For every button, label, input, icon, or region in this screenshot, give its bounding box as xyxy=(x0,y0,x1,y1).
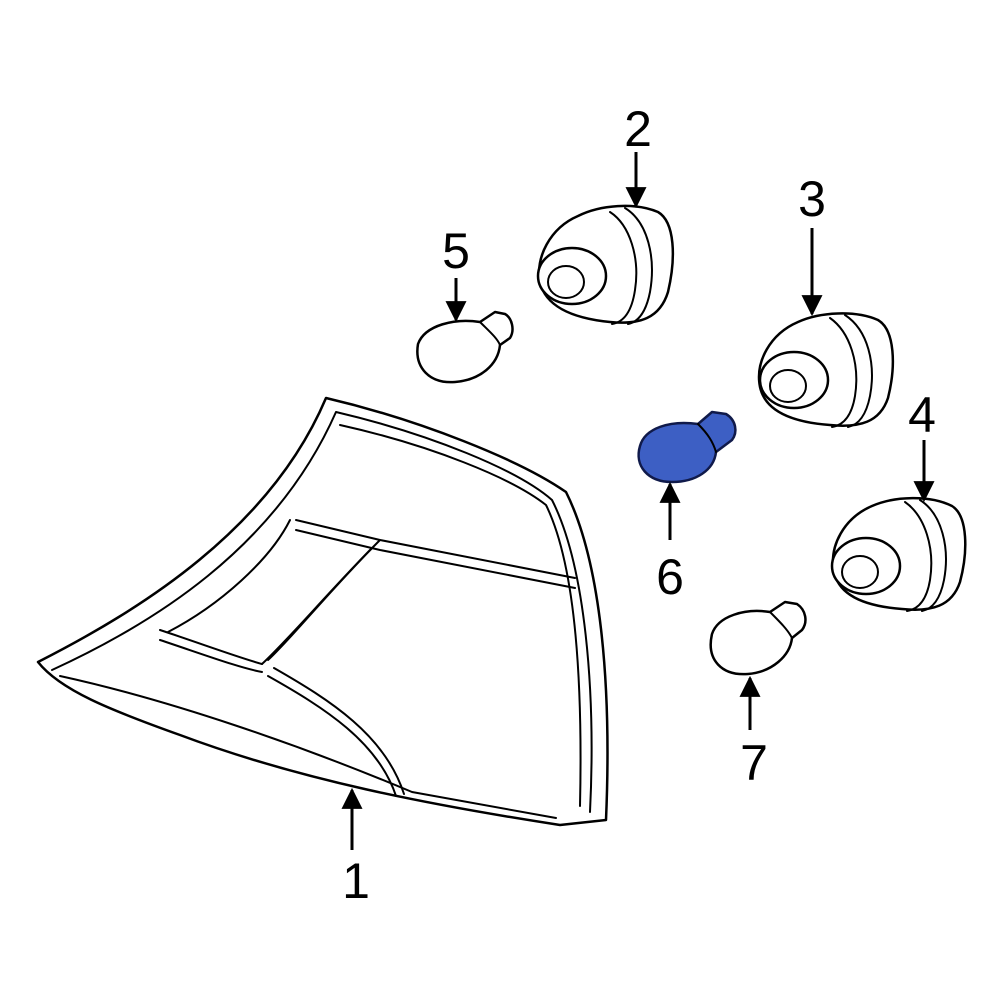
callout-5: 5 xyxy=(442,223,470,279)
socket-3[interactable] xyxy=(757,312,895,428)
bulb-5[interactable] xyxy=(416,310,514,384)
tail-lamp-lens[interactable] xyxy=(36,396,609,827)
callout-4: 4 xyxy=(908,387,936,443)
socket-4[interactable] xyxy=(830,496,967,612)
callout-3: 3 xyxy=(798,171,826,227)
callout-2: 2 xyxy=(624,101,652,157)
bulb-7[interactable] xyxy=(709,600,807,676)
callout-1: 1 xyxy=(342,853,370,909)
callout-7: 7 xyxy=(740,735,768,791)
bulb-6-highlighted[interactable] xyxy=(637,410,737,484)
socket-2[interactable] xyxy=(536,204,675,325)
callout-6: 6 xyxy=(656,549,684,605)
